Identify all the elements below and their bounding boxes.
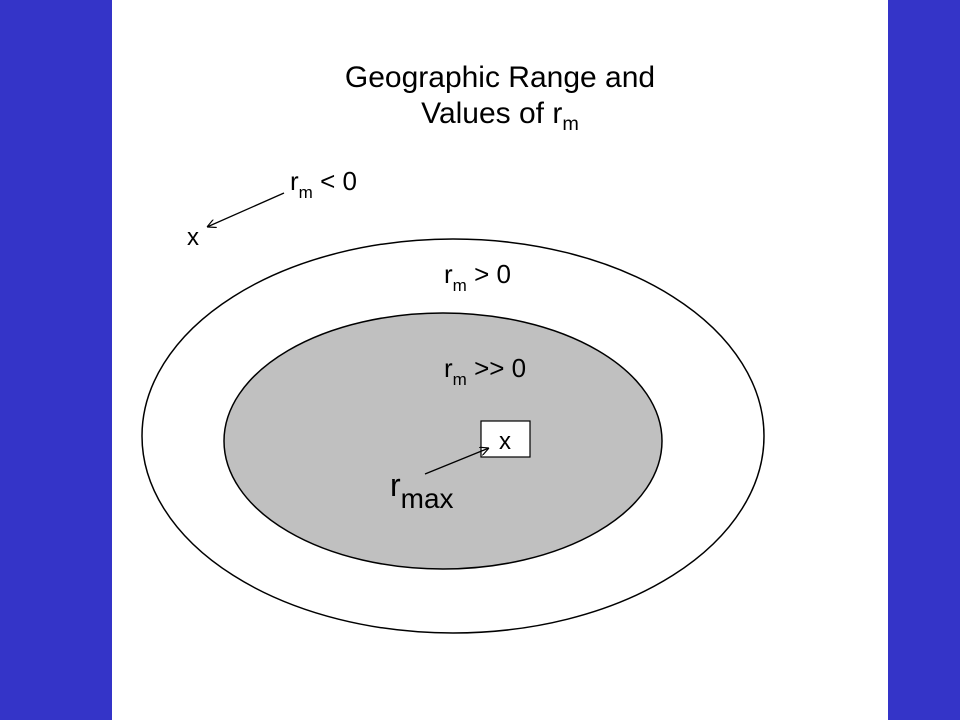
label-outer-sub: m — [453, 276, 467, 295]
rmax-arrow — [424, 448, 489, 475]
slide-canvas: Geographic Range and Values of rm x rm <… — [112, 0, 888, 720]
label-inner-core: rm >> 0 — [444, 353, 526, 389]
label-rmax: rmax — [390, 467, 454, 514]
outside-marker: x — [187, 224, 199, 251]
title-line-2-subscript: m — [562, 112, 579, 135]
label-outside-range: rm < 0 — [290, 166, 357, 202]
title-line-2-main: Values of r — [421, 97, 563, 130]
label-outer-rest: > 0 — [467, 259, 511, 289]
label-inner-rest: >> 0 — [467, 353, 526, 383]
center-box-marker: x — [499, 428, 511, 455]
label-rmax-r: r — [390, 467, 401, 503]
title-line-1: Geographic Range and — [344, 61, 656, 94]
label-outside-sub: m — [299, 183, 313, 202]
label-inner-sub: m — [453, 370, 467, 389]
label-rmax-sub: max — [401, 483, 454, 514]
label-outer-ring: rm > 0 — [444, 259, 511, 295]
label-outside-r: r — [290, 166, 299, 196]
range-diagram: x rm < 0 x rm > 0 rm >> 0 rmax — [141, 166, 765, 634]
outside-arrow — [207, 192, 285, 227]
label-inner-r: r — [444, 353, 453, 383]
right-frame-band — [888, 0, 960, 720]
left-frame-band — [0, 0, 112, 720]
label-outer-r: r — [444, 259, 453, 289]
inner-core-ellipse — [223, 312, 663, 570]
slide-title: Geographic Range and Values of rm — [112, 60, 888, 135]
label-outside-rest: < 0 — [313, 166, 357, 196]
title-line-2: Values of rm — [112, 96, 888, 135]
